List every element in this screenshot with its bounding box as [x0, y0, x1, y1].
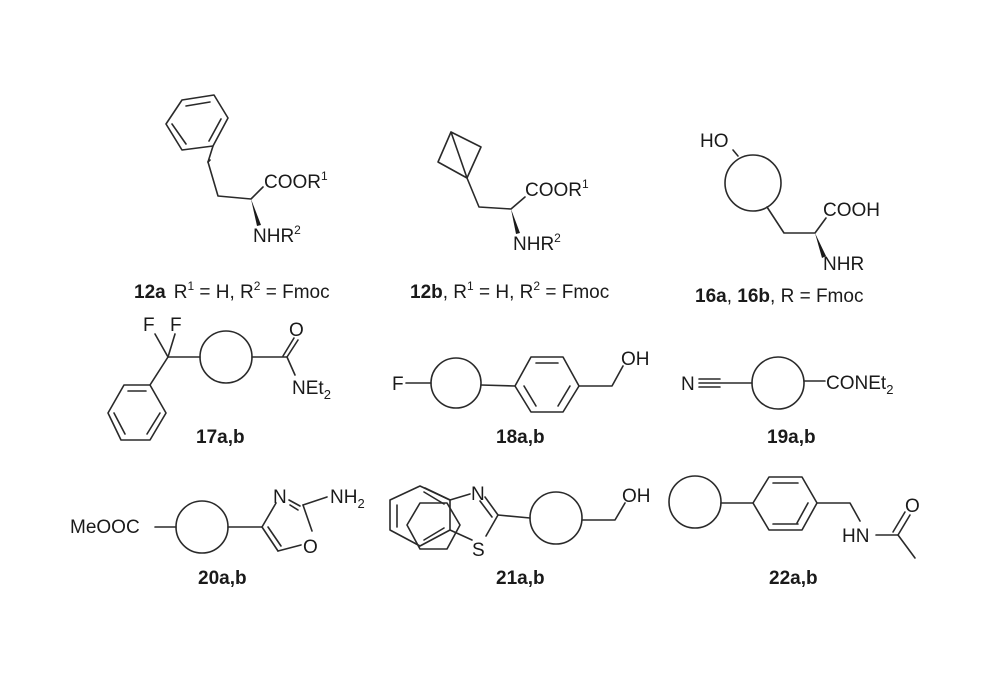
generic-ring-icon: [529, 491, 583, 545]
compound-caption: 17a,b: [196, 427, 245, 448]
compound-caption: 12b, R1 = H, R2 = Fmoc: [410, 279, 609, 303]
benzothiazole-ring-icon: [389, 485, 499, 550]
ester-label: MeOOC: [70, 517, 140, 538]
benzene-ring-icon: [165, 94, 229, 151]
generic-ring-icon: [724, 154, 782, 212]
benzene-ring-icon: [514, 356, 580, 413]
acid-label: COOR1: [264, 169, 328, 193]
compound-caption: 21a,b: [496, 568, 545, 589]
generic-ring-icon: [668, 475, 722, 529]
acid-label: COOR1: [525, 177, 589, 201]
benzene-ring-icon: [107, 384, 167, 441]
generic-ring-icon: [430, 357, 482, 409]
compound-22: HN O 22a,b: [668, 475, 920, 589]
benzene-ring-icon: [752, 476, 818, 531]
amide-label: NEt2: [292, 378, 331, 402]
amide-label: CONEt2: [826, 373, 893, 397]
generic-ring-icon: [751, 356, 805, 410]
compound-21: N S OH 21a,b: [389, 484, 651, 589]
compound-16: HO COOH NHR 16a, 16b, R = Fmoc: [695, 131, 880, 307]
compound-caption: 18a,b: [496, 427, 545, 448]
compound-20: MeOOC N O NH2 20a,b: [70, 487, 365, 589]
nitrogen-label: N: [681, 374, 695, 395]
compound-12b: COOR1 NHR2 12b, R1 = H, R2 = Fmoc: [410, 131, 609, 303]
generic-ring-icon: [175, 500, 229, 554]
compound-caption: 19a,b: [767, 427, 816, 448]
oxygen-label: O: [303, 537, 318, 558]
hydroxyl-label: OH: [622, 486, 651, 507]
compound-caption: 16a, 16b, R = Fmoc: [695, 286, 863, 307]
oxygen-label: O: [905, 496, 920, 517]
amine-label: NHR2: [513, 231, 561, 255]
nitrogen-label: N: [471, 484, 485, 505]
bicyclopentane-icon: [437, 131, 482, 179]
fluorine-label: F: [143, 315, 155, 336]
compound-caption: 20a,b: [198, 568, 247, 589]
sulfur-label: S: [472, 540, 485, 561]
compound-caption: 22a,b: [769, 568, 818, 589]
oxazole-ring-icon: [261, 499, 313, 552]
acid-label: COOH: [823, 200, 880, 221]
hydroxy-label: HO: [700, 131, 729, 152]
generic-ring-icon: [199, 330, 253, 384]
amine-label: NHR: [823, 254, 864, 275]
oxygen-label: O: [289, 320, 304, 341]
amine-label: NHR2: [253, 223, 301, 247]
fluorine-label: F: [392, 374, 404, 395]
amine-label: HN: [842, 526, 869, 547]
nitrogen-label: N: [273, 487, 287, 508]
compound-18: F OH 18a,b: [392, 349, 650, 448]
fluorine-label: F: [170, 315, 182, 336]
hydroxyl-label: OH: [621, 349, 650, 370]
compound-19: N CONEt2 19a,b: [681, 356, 893, 448]
compound-17: F F O NEt2 17a,b: [107, 315, 331, 448]
amino-label: NH2: [330, 487, 365, 511]
